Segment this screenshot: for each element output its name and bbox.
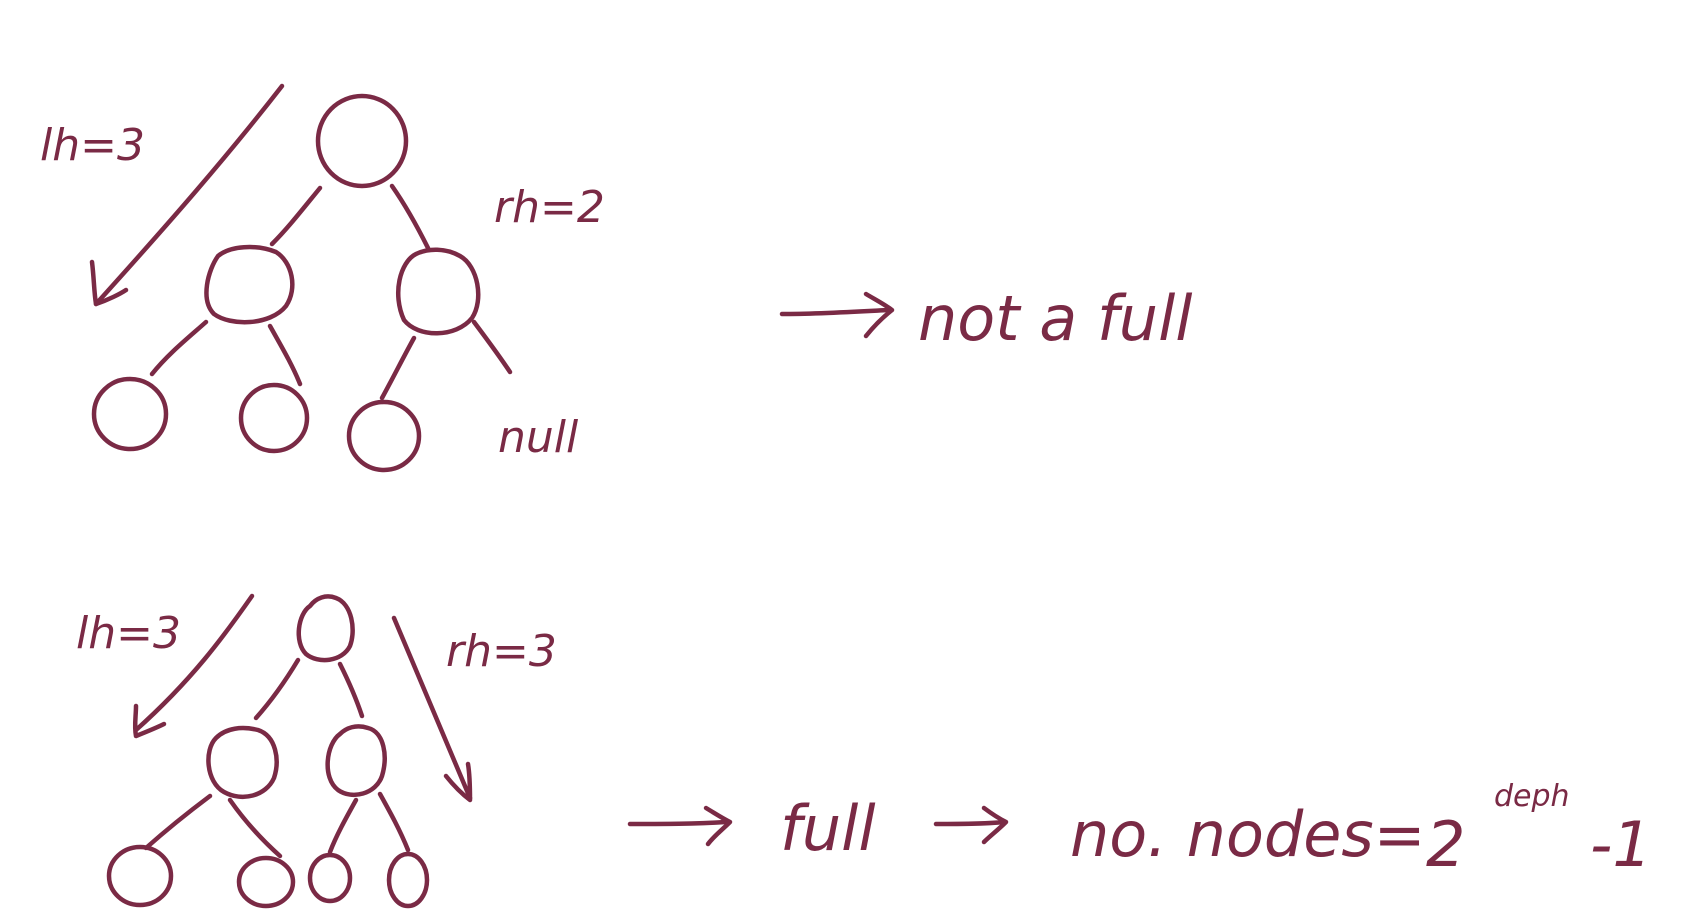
top-leaf-node-1	[91, 376, 169, 452]
bottom-leaf-node-1	[106, 844, 174, 908]
top-left-height-label: lh=3	[40, 120, 145, 171]
bottom-leaf-node-2	[236, 855, 296, 909]
formula-base-text: 2	[1426, 808, 1465, 881]
top-root-node	[315, 93, 409, 189]
bottom-result-arrow-1-head	[703, 805, 733, 847]
bottom-left-height-arrow	[133, 593, 255, 733]
top-left-arrow-head	[89, 259, 129, 307]
top-tree	[89, 83, 513, 473]
bottom-result-arrow-2	[933, 819, 1007, 827]
bottom-result-arrow-2-head	[981, 805, 1009, 845]
bottom-right-height-label: rh=3	[446, 626, 557, 677]
top-left-child-node	[204, 244, 295, 325]
top-result-text: not a full	[918, 282, 1193, 355]
top-edge-left-leaf1	[149, 319, 209, 377]
top-right-height-label: rh=2	[494, 182, 605, 233]
top-edge-root-right	[389, 183, 431, 251]
bottom-right-arrow-head	[443, 761, 473, 803]
bottom-result-full-text: full	[780, 792, 876, 865]
top-edge-left-leaf2	[267, 323, 303, 387]
bottom-edge-left-leaf2	[227, 797, 283, 859]
bottom-tree	[106, 593, 473, 909]
top-result-arrow	[779, 307, 891, 317]
bottom-leaf-node-4	[386, 851, 430, 909]
bottom-root-node	[296, 594, 355, 663]
top-edge-right-null	[471, 319, 513, 375]
formula-exponent-text: deph	[1494, 779, 1570, 814]
formula-lhs-text: no. nodes=	[1070, 798, 1426, 871]
top-result-arrow-head	[863, 291, 895, 339]
bottom-edge-left-leaf1	[143, 793, 213, 851]
top-null-label: null	[498, 412, 579, 463]
bottom-right-child-node	[325, 724, 387, 797]
bottom-edge-root-left	[253, 657, 301, 721]
formula-tail-text: -1	[1590, 808, 1652, 881]
top-leaf-node-2	[238, 382, 310, 454]
bottom-left-child-node	[206, 725, 279, 800]
bottom-left-arrow-head	[132, 703, 167, 739]
top-left-height-arrow	[93, 83, 285, 307]
bottom-edge-right-leaf4	[377, 791, 411, 853]
top-edge-right-leaf3	[379, 335, 417, 401]
bottom-result-arrow-1	[627, 819, 729, 827]
bottom-edge-root-right	[337, 661, 365, 719]
bottom-left-height-label: lh=3	[76, 608, 181, 659]
bottom-right-height-arrow	[391, 615, 473, 801]
top-right-child-node	[395, 247, 481, 336]
top-leaf-node-3	[346, 399, 422, 473]
top-edge-root-left	[269, 185, 323, 247]
bottom-edge-right-leaf3	[327, 797, 359, 855]
bottom-leaf-node-3	[307, 852, 353, 904]
